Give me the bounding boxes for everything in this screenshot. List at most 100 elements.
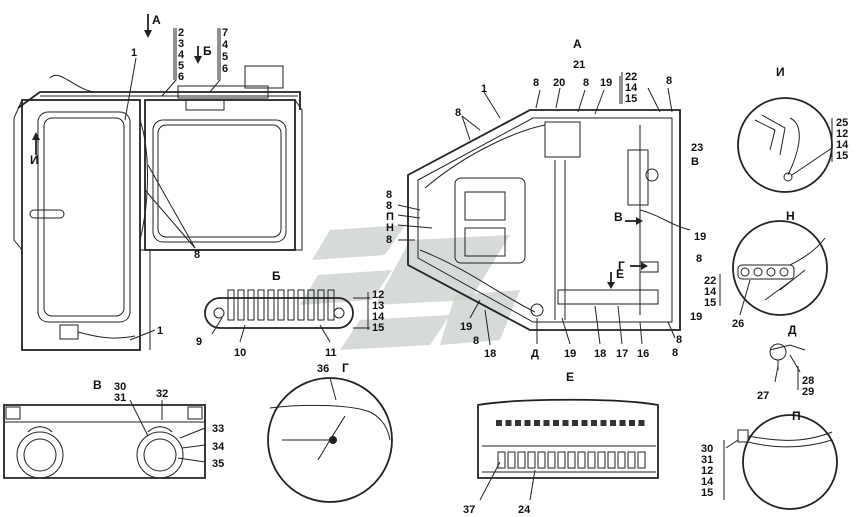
callout-33: 33 (212, 423, 224, 435)
fuse-slot (557, 451, 566, 469)
svg-text:8: 8 (473, 335, 479, 347)
svg-text:21: 21 (573, 59, 585, 71)
fuse-slot (597, 451, 606, 469)
view-e-panel (477, 398, 659, 501)
indicator-icon (610, 420, 616, 426)
svg-text:15: 15 (836, 150, 848, 162)
svg-text:Н: Н (386, 222, 394, 234)
fuse-slot (527, 451, 536, 469)
svg-text:19: 19 (564, 348, 576, 360)
fuse-slot (577, 451, 586, 469)
fuse-slot (627, 451, 636, 469)
indicator-icon (619, 420, 626, 426)
callout-stack-b: 7 4 5 6 (222, 27, 229, 75)
svg-text:28: 28 (802, 375, 814, 387)
connector-pin (227, 289, 235, 321)
callout-8-upper-left: 8 (455, 107, 461, 119)
fuse-slot (547, 451, 556, 469)
svg-text:17: 17 (616, 348, 628, 360)
view-d-stack: 28 29 (802, 375, 814, 398)
view-n-stack: 22 14 15 (704, 275, 717, 309)
plan-a-bottom-callouts: 19 8 18 Д 19 18 17 16 8 (460, 321, 678, 360)
svg-text:30: 30 (701, 443, 713, 455)
view-d-title: Д (788, 323, 797, 337)
connector-pin (257, 289, 265, 321)
callout-34: 34 (212, 441, 225, 453)
indicator-icon (534, 420, 540, 426)
callout-36: 36 (317, 363, 329, 375)
callout-24: 24 (518, 504, 531, 516)
connector-pin (247, 289, 255, 321)
view-n-detail (719, 220, 828, 316)
arrow-b-label: Б (203, 44, 212, 58)
svg-text:31: 31 (701, 454, 713, 466)
indicator-icon (515, 420, 521, 426)
plan-a-left-labels: 8 8 П Н 8 (386, 189, 394, 246)
svg-text:6: 6 (222, 63, 228, 75)
fuse-slot (537, 451, 546, 469)
indicator-icon (496, 420, 502, 426)
view-v-title: В (93, 378, 102, 392)
indicator-icon (629, 420, 635, 426)
view-p-title: П (792, 409, 801, 423)
view-g-title: Г (342, 361, 349, 375)
svg-text:14: 14 (625, 82, 638, 94)
view-p-detail (723, 414, 838, 510)
view-g-detail (267, 377, 393, 503)
view-b-connector-block (204, 289, 370, 343)
indicator-icon (572, 420, 578, 426)
connector-pin (277, 289, 285, 321)
cab-side-view (13, 14, 303, 351)
callout-1-bottom: 1 (157, 325, 163, 337)
svg-text:4: 4 (222, 39, 229, 51)
label-v-plan: В (691, 156, 699, 168)
callout-1-top: 1 (131, 47, 137, 59)
indicator-icon (638, 420, 645, 426)
view-p-stack: 30 31 12 14 15 (701, 443, 714, 499)
view-n-title: Н (786, 209, 795, 223)
indicator-icon (553, 420, 559, 426)
connector-pin (297, 289, 305, 321)
plan-a-top-stack: 22 14 15 (625, 71, 638, 105)
svg-text:6: 6 (178, 71, 184, 83)
svg-text:8: 8 (386, 189, 392, 201)
fuse-slot (517, 451, 526, 469)
svg-text:8: 8 (386, 234, 392, 246)
view-v-lamps (3, 399, 206, 479)
svg-text:30: 30 (114, 381, 126, 393)
label-e-arrow: Е (616, 267, 624, 281)
svg-text:16: 16 (637, 348, 649, 360)
callout-19-right: 19 (694, 231, 706, 243)
view-i-title: И (776, 65, 785, 79)
indicator-icon (505, 420, 512, 426)
view-b-stack: 12 13 14 15 (372, 289, 385, 334)
view-b-title: Б (272, 269, 281, 283)
svg-text:14: 14 (701, 476, 714, 488)
view-i-detail (737, 97, 833, 193)
arrow-i-label: И (30, 153, 39, 167)
connector-pin (317, 289, 325, 321)
svg-text:8: 8 (386, 200, 392, 212)
fuse-slot (637, 451, 646, 469)
callout-19-br: 19 (690, 311, 702, 323)
svg-text:18: 18 (484, 348, 496, 360)
svg-text:8: 8 (672, 347, 678, 359)
fuse-slot (497, 451, 506, 469)
arrow-a-label: А (152, 13, 161, 27)
indicator-icon (600, 420, 607, 426)
svg-text:22: 22 (704, 275, 716, 287)
watermark-logo (300, 225, 520, 350)
view-e-title: Е (566, 370, 574, 384)
svg-text:5: 5 (178, 60, 184, 72)
svg-text:25: 25 (836, 117, 848, 129)
svg-text:8: 8 (533, 77, 539, 89)
svg-text:П: П (386, 211, 394, 223)
callout-37: 37 (463, 504, 475, 516)
svg-text:29: 29 (802, 386, 814, 398)
callout-23: 23 (691, 142, 703, 154)
fuse-slot (617, 451, 626, 469)
svg-text:4: 4 (178, 49, 185, 61)
svg-text:14: 14 (372, 311, 385, 323)
callout-stack-a: 2 3 4 5 6 (178, 27, 185, 83)
svg-text:Д: Д (531, 348, 539, 360)
